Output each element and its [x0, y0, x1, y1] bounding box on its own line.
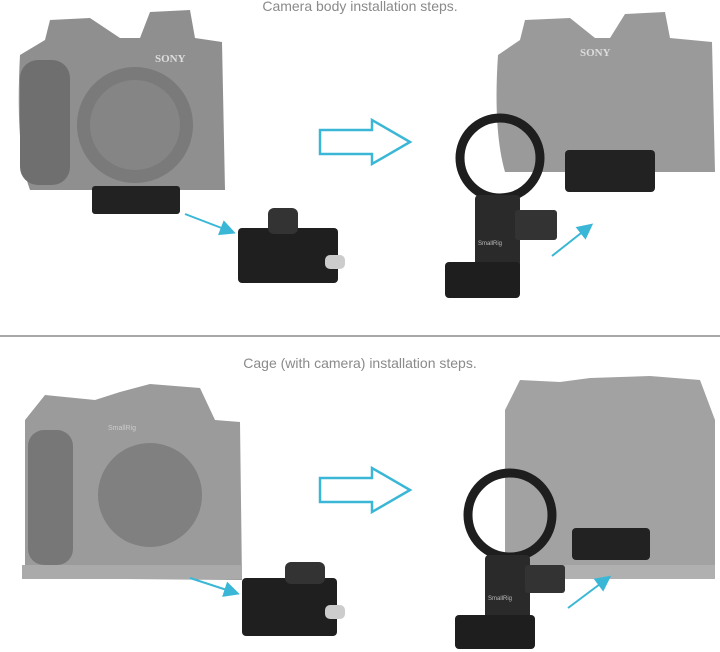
camera-logo: SONY: [155, 53, 186, 65]
cyan-arrow: [551, 223, 594, 257]
cyan-arrow: [184, 213, 236, 236]
big-step-arrow: [318, 465, 413, 515]
svg-text:SONY: SONY: [580, 47, 611, 59]
rotating-mount-ring: SmallRig: [455, 468, 565, 649]
caged-camera-left: SmallRig: [22, 384, 242, 580]
section-1-title: Camera body installation steps.: [262, 0, 458, 14]
svg-text:SmallRig: SmallRig: [488, 596, 512, 602]
rotating-mount-ring: SmallRig: [445, 113, 557, 298]
section-2-title: Cage (with camera) installation steps.: [243, 355, 477, 371]
quick-release-clamp: [242, 562, 345, 636]
camera-body-right: SONY: [496, 12, 715, 172]
clamp-on-camera: [565, 150, 655, 192]
big-step-arrow: [318, 117, 413, 167]
camera-body-left: SONY: [18, 10, 225, 190]
quick-release-clamp: [238, 208, 345, 283]
clamp-on-cage: [572, 528, 650, 560]
svg-text:SmallRig: SmallRig: [108, 425, 136, 432]
cyan-arrow: [189, 577, 240, 597]
cyan-arrow: [567, 575, 612, 609]
arca-plate: [92, 186, 180, 214]
svg-text:SmallRig: SmallRig: [478, 241, 502, 247]
section-divider: [0, 335, 720, 337]
